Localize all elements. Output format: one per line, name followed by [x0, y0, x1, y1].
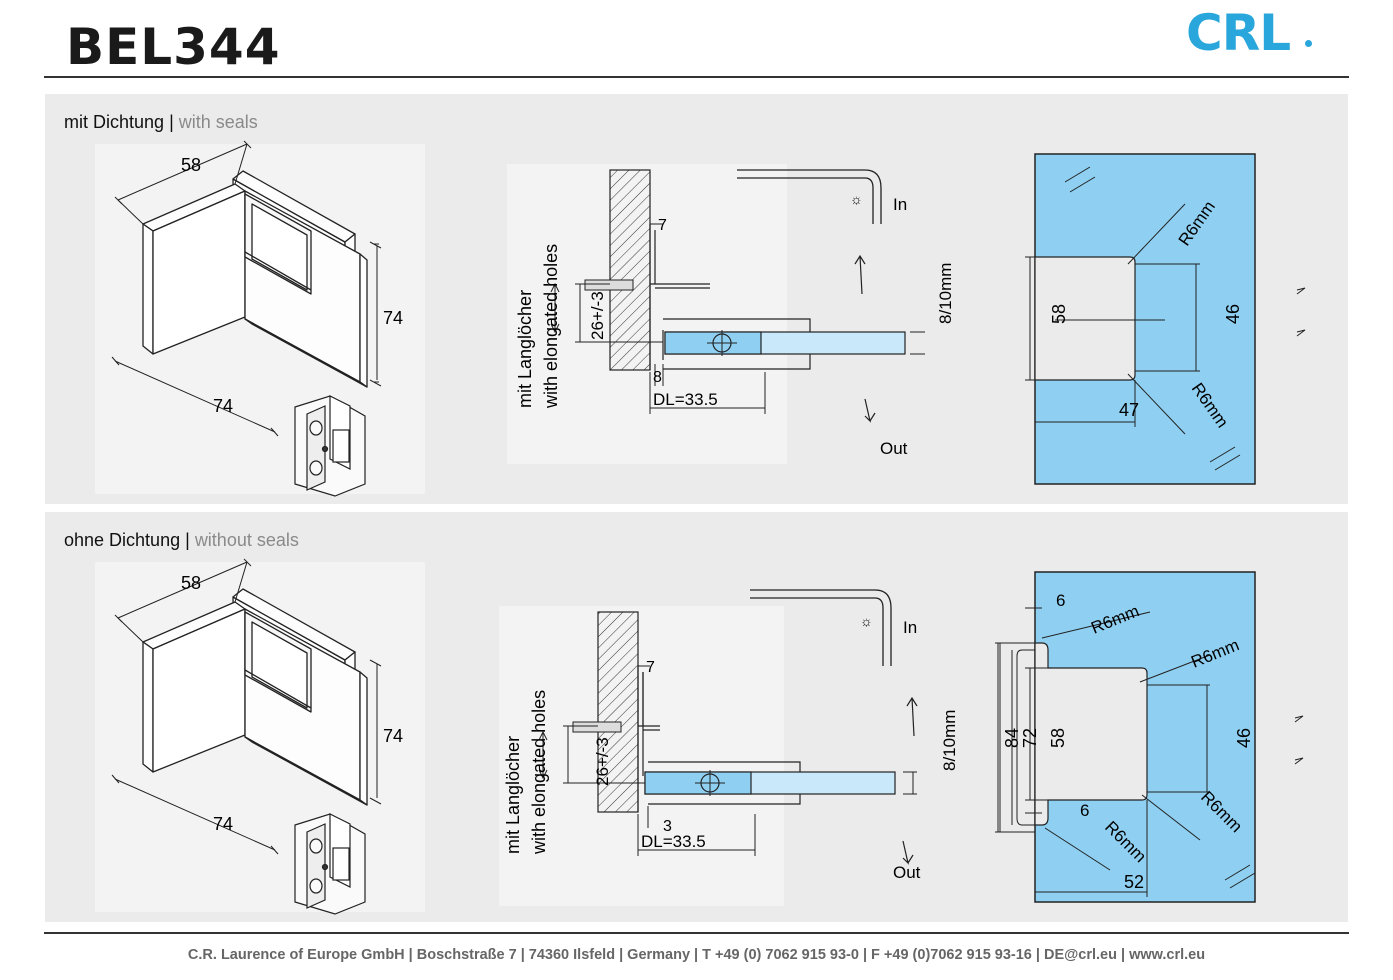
dl-dimension: DL=33.5 [641, 832, 706, 851]
wall-section [609, 169, 651, 371]
hole-note-en: with elongated holes [541, 244, 561, 409]
arrow-up-icon [854, 254, 866, 295]
panel-label-de: ohne Dichtung [64, 530, 181, 550]
direction-in: In [903, 618, 917, 637]
direction-out: Out [893, 863, 921, 882]
header-divider [44, 76, 1349, 78]
wall-anchor [572, 721, 622, 733]
iso-hinge-drawing: 58 74 74 [95, 140, 425, 497]
hole-note-de: mit Langlöcher [515, 290, 535, 408]
front-height: 58 [1049, 304, 1069, 324]
hole-note-de: mit Langlöcher [503, 736, 523, 854]
front-outer-height: 84 [1002, 728, 1022, 748]
direction-out: Out [880, 439, 908, 458]
side-section-drawing: In Out ☼ 7 8 DL=33.5 26+/-3 8/10mm mit L… [507, 164, 955, 464]
arrow-down-icon [902, 840, 914, 865]
arrow-down-icon [864, 398, 876, 423]
footer-address: C.R. Laurence of Europe GmbH | Boschstra… [187, 947, 1206, 963]
front-view-drawing: 58 46 47 R6mm R6mm [1025, 153, 1306, 485]
panel-label-en: with seals [178, 112, 258, 132]
gap-bottom: 3 [663, 818, 672, 835]
gap-top: 7 [646, 659, 655, 676]
front-height: 58 [1048, 728, 1068, 748]
iso-dim-width: 58 [181, 573, 201, 593]
iso-dim-depth: 74 [213, 396, 233, 416]
wall-anchor [584, 279, 634, 291]
front-width: 47 [1119, 400, 1139, 420]
front-view-drawing: 6 6 84 72 58 46 52 R6mm R6mm R6mm R6mm [995, 571, 1304, 903]
panel-label-separator: | [169, 112, 174, 132]
adjust-dimension: 26+/-3 [593, 737, 612, 786]
footer-divider [44, 932, 1349, 934]
page-title: BEL344 [66, 18, 281, 76]
hinge-thumbnail [294, 813, 366, 915]
iso-dim-depth: 74 [213, 814, 233, 834]
front-gap-bottom: 6 [1080, 801, 1089, 820]
front-width: 52 [1124, 872, 1144, 892]
panel-without-seals: ohne Dichtung | without seals [45, 512, 1348, 922]
hole-note-en: with elongated holes [529, 690, 549, 855]
gap-bottom: 8 [653, 369, 662, 386]
sun-icon: ☼ [860, 613, 873, 629]
arrow-up-icon [906, 696, 918, 737]
iso-dim-height: 74 [383, 308, 403, 328]
panel-label-en: without seals [194, 530, 299, 550]
dl-dimension: DL=33.5 [653, 390, 718, 409]
iso-dim-height: 74 [383, 726, 403, 746]
front-mid-height: 72 [1020, 728, 1040, 748]
panel-label: ohne Dichtung | without seals [64, 530, 299, 551]
side-section-drawing: In Out ☼ 7 3 DL=33.5 26+/-3 8/10mm mit L… [499, 589, 959, 906]
front-hole-height: 46 [1234, 728, 1254, 748]
direction-in: In [893, 195, 907, 214]
front-hole-height: 46 [1223, 304, 1243, 324]
adjust-dimension: 26+/-3 [588, 291, 607, 340]
logo-dot [1305, 40, 1312, 47]
hinge-cutout [1034, 256, 1136, 381]
panel-label-de: mit Dichtung [64, 112, 165, 132]
panel-label-separator: | [185, 530, 190, 550]
hinge-thumbnail [294, 395, 366, 497]
iso-dim-width: 58 [181, 155, 201, 175]
crl-logo: CRL [1186, 4, 1291, 62]
iso-hinge-drawing: 58 74 74 [95, 558, 425, 915]
hinge-cutout [1034, 642, 1148, 826]
glass-thickness: 8/10mm [940, 710, 959, 771]
gap-top: 7 [658, 217, 667, 234]
sun-icon: ☼ [850, 191, 863, 207]
panel-with-seals: mit Dichtung | with seals [45, 94, 1348, 504]
front-gap-top: 6 [1056, 591, 1065, 610]
panel-label: mit Dichtung | with seals [64, 112, 258, 133]
glass-thickness: 8/10mm [936, 263, 955, 324]
